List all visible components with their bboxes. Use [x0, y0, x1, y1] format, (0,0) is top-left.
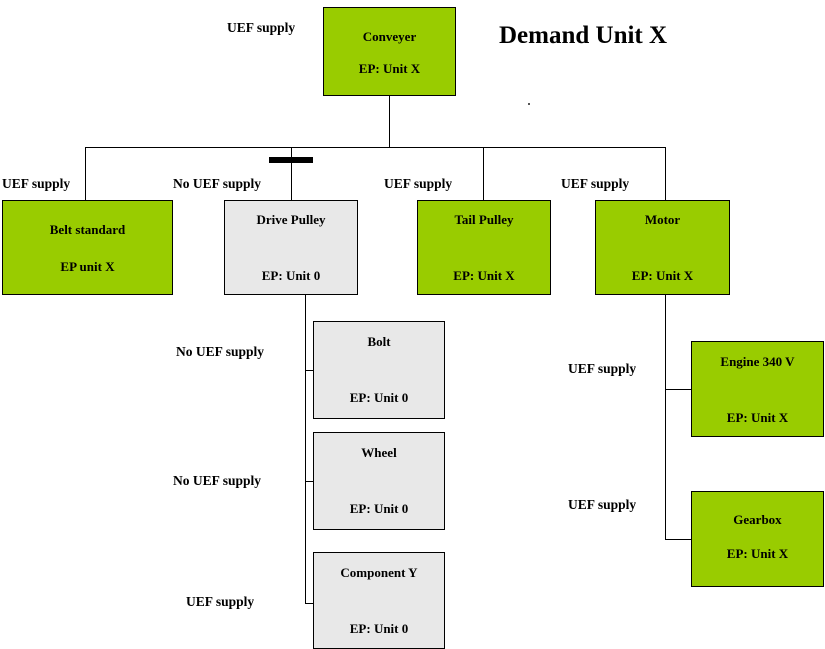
label-tail-pulley-supply: UEF supply — [384, 176, 453, 191]
connector-elbow-component-y — [305, 603, 314, 604]
label-drive-pulley-supply: No UEF supply — [173, 176, 262, 191]
node-bolt-sub: EP: Unit 0 — [349, 390, 409, 405]
node-tail-pulley-title: Tail Pulley — [454, 212, 514, 227]
node-tail-pulley[interactable]: Tail Pulley EP: Unit X — [417, 200, 551, 295]
label-gearbox-supply: UEF supply — [568, 497, 637, 512]
node-conveyer-title: Conveyer — [362, 29, 417, 44]
node-component-y-title: Component Y — [340, 565, 418, 580]
node-component-y[interactable]: Component Y EP: Unit 0 — [313, 552, 445, 649]
node-motor-title: Motor — [644, 212, 681, 227]
label-conveyer-supply: UEF supply — [227, 20, 296, 35]
node-drive-pulley-sub: EP: Unit 0 — [261, 268, 321, 283]
connector-elbow-bolt — [305, 370, 314, 371]
node-drive-pulley-title: Drive Pulley — [256, 212, 326, 227]
label-belt-supply: UEF supply — [2, 176, 71, 191]
connector-elbow-gearbox — [665, 539, 692, 540]
label-wheel-supply: No UEF supply — [173, 473, 262, 488]
connector-drop-belt — [85, 147, 86, 200]
node-belt-standard-sub: EP unit X — [60, 259, 115, 274]
connector-drop-tail-pulley — [483, 147, 484, 200]
stray-dot-mark — [528, 103, 530, 105]
node-drive-pulley[interactable]: Drive Pulley EP: Unit 0 — [224, 200, 358, 295]
node-belt-standard[interactable]: Belt standard EP unit X — [2, 200, 173, 295]
connector-elbow-wheel — [305, 481, 314, 482]
connector-drop-motor — [665, 147, 666, 200]
node-engine-340v-title: Engine 340 V — [720, 354, 795, 369]
label-engine-supply: UEF supply — [568, 361, 637, 376]
node-wheel[interactable]: Wheel EP: Unit 0 — [313, 432, 445, 530]
node-tail-pulley-sub: EP: Unit X — [453, 268, 515, 283]
node-bolt-title: Bolt — [367, 334, 391, 349]
node-motor[interactable]: Motor EP: Unit X — [595, 200, 730, 295]
label-bolt-supply: No UEF supply — [176, 344, 265, 359]
node-gearbox-sub: EP: Unit X — [726, 546, 789, 561]
node-gearbox[interactable]: Gearbox EP: Unit X — [691, 491, 824, 587]
node-motor-sub: EP: Unit X — [631, 268, 694, 283]
node-wheel-sub: EP: Unit 0 — [349, 501, 409, 516]
label-component-y-supply: UEF supply — [186, 594, 255, 609]
label-motor-supply: UEF supply — [561, 176, 630, 191]
connector-elbow-engine — [665, 389, 692, 390]
connector-drive-pulley-trunk — [305, 295, 306, 604]
node-wheel-title: Wheel — [361, 445, 397, 460]
node-bolt[interactable]: Bolt EP: Unit 0 — [313, 321, 445, 419]
node-engine-340v[interactable]: Engine 340 V EP: Unit X — [691, 341, 824, 437]
node-conveyer-sub: EP: Unit X — [358, 61, 421, 76]
node-gearbox-title: Gearbox — [733, 512, 782, 527]
connector-level1-bus — [85, 147, 666, 148]
node-engine-340v-sub: EP: Unit X — [726, 410, 789, 425]
diagram-title: Demand Unit X — [499, 22, 668, 49]
node-conveyer[interactable]: Conveyer EP: Unit X — [323, 7, 456, 96]
node-belt-standard-title: Belt standard — [49, 222, 126, 237]
connector-drop-drive-pulley — [291, 147, 292, 200]
node-component-y-sub: EP: Unit 0 — [349, 621, 409, 636]
blocked-supply-marker — [269, 157, 313, 163]
connector-conveyer-trunk — [389, 95, 390, 148]
connector-motor-trunk — [665, 295, 666, 540]
